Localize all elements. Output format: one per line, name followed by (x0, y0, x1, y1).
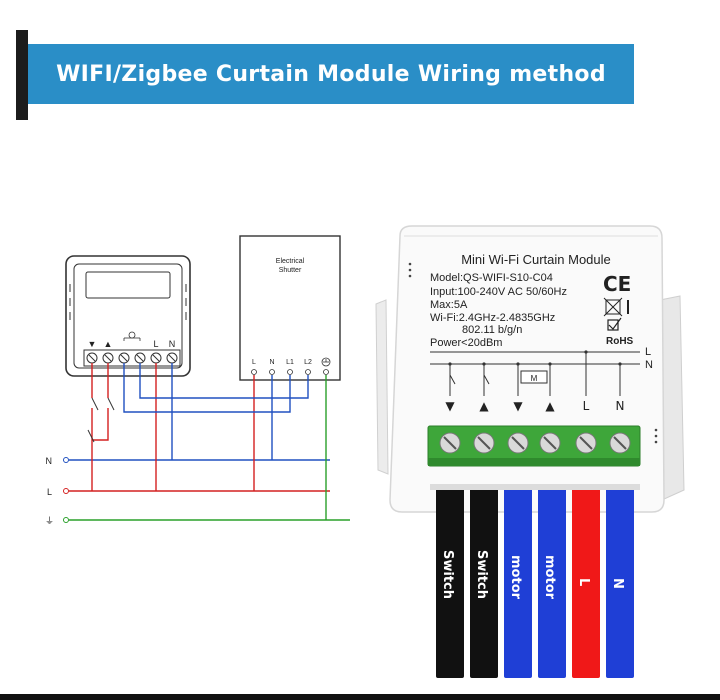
rohs-check-icon (607, 317, 622, 331)
wiring-lines (87, 363, 327, 520)
terminal-label-down-2: ▼ (513, 399, 523, 413)
wire-label-2: Switch (474, 550, 489, 599)
supply-lines: N L ⏚ (45, 456, 350, 526)
shutter-terminal-l1: L1 (286, 359, 294, 366)
wire-5: L (572, 486, 600, 678)
spec-model: Model:QS-WIFI-S10-C04 (430, 272, 553, 284)
terminal-n-label: N (169, 339, 176, 349)
vent-dots (408, 262, 658, 444)
module-schematic (430, 351, 640, 396)
mini-module-outline: ▼ ▲ L N (65, 255, 191, 377)
wire-label-3: motor (508, 555, 523, 600)
spec-standard: 802.11 b/g/n (462, 324, 522, 336)
spec-input: Input:100-240V AC 50/60Hz (430, 286, 567, 298)
supply-ground-label: ⏚ (45, 516, 54, 526)
wire-bundle: Switch Switch motor motor L N (430, 484, 640, 678)
shutter-ground-icon (321, 357, 331, 367)
supply-n-label: N (46, 456, 53, 466)
schematic-l-label: L (645, 346, 651, 358)
weee-bin-icon (603, 297, 623, 317)
page-title: WIFI/Zigbee Curtain Module Wiring method (56, 61, 606, 87)
spec-power: Power<20dBm (430, 337, 502, 349)
terminal-down-label: ▼ (88, 339, 97, 349)
motor-symbol: M (531, 374, 538, 383)
shutter-terminal-n: N (269, 359, 274, 366)
banner-accent-bar (16, 30, 28, 120)
rohs-mark: RoHS (606, 336, 634, 347)
curtain-module-product: Mini Wi-Fi Curtain Module Model:QS-WIFI-… (375, 225, 685, 513)
wire-label-1: Switch (440, 550, 455, 599)
schematic-n-label: N (645, 359, 653, 371)
terminal-label-n: N (616, 399, 625, 413)
terminal-label-up-2: ▲ (545, 399, 555, 413)
spec-wifi: Wi-Fi:2.4GHz-2.4835GHz (430, 312, 555, 324)
wire-1: Switch (436, 486, 464, 678)
shutter-label-line1: Electrical (276, 258, 305, 265)
supply-l-label: L (47, 487, 52, 497)
module-body (389, 225, 665, 513)
terminal-l-label: L (153, 339, 158, 349)
bottom-border (0, 694, 720, 700)
title-banner: WIFI/Zigbee Curtain Module Wiring method (28, 44, 634, 104)
shutter-label-line2: Shutter (279, 267, 302, 274)
ce-mark: CE (603, 272, 631, 296)
motor-terminal-icon (123, 331, 141, 341)
wire-3: motor (504, 486, 532, 678)
wire-label-5: L (576, 578, 591, 586)
module-title: Mini Wi-Fi Curtain Module (461, 252, 611, 267)
shutter-terminal-l: L (252, 359, 256, 366)
wire-label-6: N (610, 578, 625, 589)
left-wiring-diagram: ▼ ▲ L N Electrical Shutter L N L1 L2 (45, 235, 350, 526)
wire-label-4: motor (542, 555, 557, 600)
electrical-shutter-box: Electrical Shutter L N L1 L2 (239, 235, 341, 381)
terminal-label-down-1: ▼ (445, 399, 455, 413)
spec-max: Max:5A (430, 299, 468, 311)
wire-6: N (606, 486, 634, 678)
terminal-block (427, 425, 641, 467)
terminal-up-label: ▲ (104, 339, 113, 349)
wire-4: motor (538, 486, 566, 678)
wire-2: Switch (470, 486, 498, 678)
terminal-label-up-1: ▲ (479, 399, 489, 413)
shutter-terminal-l2: L2 (304, 359, 312, 366)
terminal-label-l: L (583, 399, 590, 413)
